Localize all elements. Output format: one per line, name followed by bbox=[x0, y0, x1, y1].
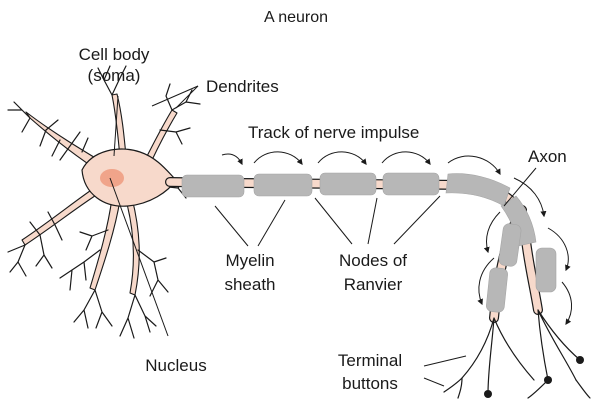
axon bbox=[170, 182, 538, 318]
label-cell-body-1: Cell body bbox=[79, 45, 150, 64]
label-nodes-2: Ranvier bbox=[344, 275, 403, 294]
label-dendrites: Dendrites bbox=[206, 77, 279, 96]
axon-terminals bbox=[444, 310, 590, 398]
label-myelin-2: sheath bbox=[224, 275, 275, 294]
label-myelin-1: Myelin bbox=[225, 251, 274, 270]
soma bbox=[82, 149, 176, 206]
label-cell-body-2: (soma) bbox=[88, 66, 141, 85]
label-track: Track of nerve impulse bbox=[248, 123, 419, 142]
label-terminal-1: Terminal bbox=[338, 351, 402, 370]
dendrites bbox=[8, 66, 200, 338]
diagram-title: A neuron bbox=[264, 9, 328, 26]
label-nucleus: Nucleus bbox=[145, 356, 206, 375]
label-terminal-2: buttons bbox=[342, 374, 398, 393]
label-axon: Axon bbox=[528, 147, 567, 166]
label-nodes-1: Nodes of bbox=[339, 251, 407, 270]
